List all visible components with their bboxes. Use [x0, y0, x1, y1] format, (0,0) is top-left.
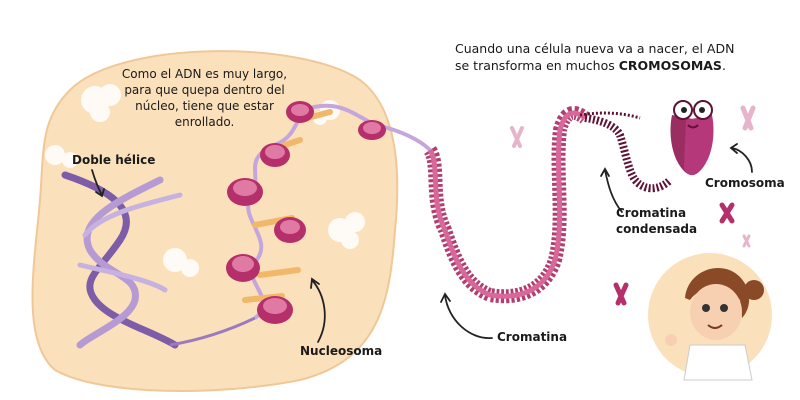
nucleosome — [260, 143, 290, 167]
nucleosome — [226, 254, 260, 282]
arrow-chromosome-head — [729, 143, 738, 154]
annotation-arrows — [91, 143, 753, 343]
nucleosome — [257, 296, 293, 324]
nucleus-cloud-puffs — [45, 84, 365, 277]
arrow-chromosome — [731, 147, 753, 173]
header-note: Cuando una célula nueva va a nacer, el A… — [455, 40, 755, 74]
chromatin-fiber-core — [427, 110, 587, 299]
condensed-chromatin-top — [579, 111, 641, 120]
nucleosomes — [226, 101, 386, 324]
nucleus-blob — [31, 50, 399, 392]
arrow-nucleosome — [311, 279, 326, 343]
condensed-chromatin — [584, 114, 673, 193]
header-line2-suffix: . — [721, 58, 726, 73]
label-chromatin: Cromatina — [497, 330, 568, 344]
label-nucleosome: Nucleosoma — [300, 344, 383, 358]
label-chromosome: Cromosoma — [705, 176, 785, 190]
label-condensed-line1: Cromatina — [616, 206, 687, 220]
girl-character — [648, 253, 772, 381]
header-line2-prefix: se transforma en muchos — [455, 58, 619, 73]
arrow-condensed-head — [600, 167, 610, 177]
arrow-chromatin — [444, 294, 493, 339]
arrow-condensed — [604, 169, 623, 213]
label-double-helix: Doble hélice — [72, 153, 156, 167]
label-condensed-chromatin: Cromatina condensada — [616, 205, 697, 237]
nucleosome — [227, 178, 263, 206]
header-line1: Cuando una célula nueva va a nacer, el A… — [455, 41, 735, 56]
label-condensed-line2: condensada — [616, 222, 698, 236]
nucleosome — [274, 217, 306, 243]
arrow-helix — [91, 169, 103, 196]
nucleosome — [286, 101, 314, 123]
header-line2-emphasis: CROMOSOMAS — [618, 58, 722, 73]
double-helix — [61, 171, 183, 349]
nucleosome — [358, 120, 386, 140]
arrow-helix-head — [95, 188, 105, 198]
arrow-nucleosome-head — [310, 277, 320, 289]
floating-chromosomes — [510, 105, 756, 306]
dna-strand-to-nucleosomes — [169, 316, 256, 347]
chromosome-character — [670, 100, 714, 176]
intro-note: Como el ADN es muy largo, para que quepa… — [121, 67, 288, 129]
arrow-chromatin-head — [440, 292, 451, 303]
